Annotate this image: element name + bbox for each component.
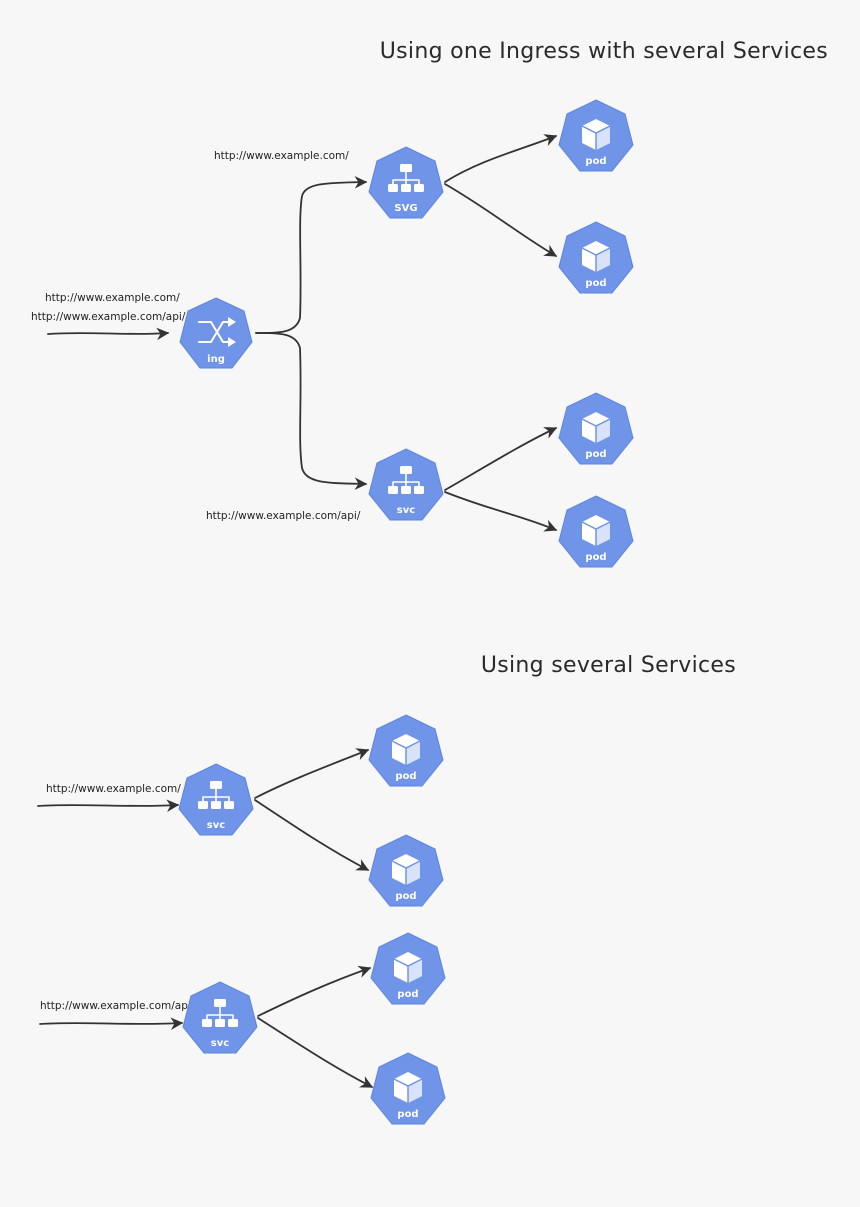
cube-icon xyxy=(581,119,611,150)
service-node-bottom: svc xyxy=(368,448,444,521)
pod-node: pod xyxy=(370,1052,446,1125)
cube-icon xyxy=(393,1072,423,1103)
service2-top-input-arrow xyxy=(37,799,180,812)
pod-node: pod xyxy=(558,221,634,294)
ingress-node: ing xyxy=(179,297,253,369)
pod-node: pod xyxy=(558,495,634,568)
pod-node: pod xyxy=(368,834,444,907)
service-bottom-label: svc xyxy=(397,505,415,516)
pod-label: pod xyxy=(585,552,606,563)
service-top-label: SVG xyxy=(394,203,417,214)
service2-node-bottom: svc xyxy=(182,981,258,1054)
service2-bottom-url: http://www.example.com/api/ xyxy=(40,1000,195,1012)
pod-node: pod xyxy=(558,392,634,465)
pod-node: pod xyxy=(370,932,446,1005)
shuffle-icon xyxy=(198,317,236,347)
pod-label: pod xyxy=(585,449,606,460)
cube-icon xyxy=(581,515,611,546)
service-bottom-url: http://www.example.com/api/ xyxy=(206,510,361,522)
edge-ingress-to-service-top xyxy=(255,176,368,334)
edge-service2-top-to-pod-2 xyxy=(254,799,370,871)
pod-label: pod xyxy=(395,771,416,782)
pod-label: pod xyxy=(585,156,606,167)
section2-title: Using several Services xyxy=(481,653,736,678)
service-node-top: SVG xyxy=(368,146,444,219)
edge-service-bottom-to-pod-1 xyxy=(444,427,558,491)
service2-bottom-label: svc xyxy=(211,1038,229,1049)
ingress-input-arrow xyxy=(47,327,170,341)
pod-label: pod xyxy=(397,1109,418,1120)
cube-icon xyxy=(581,412,611,443)
cube-icon xyxy=(391,734,421,765)
ingress-input-url-2: http://www.example.com/api/ xyxy=(31,311,186,323)
ingress-label: ing xyxy=(207,354,225,365)
pod-label: pod xyxy=(585,278,606,289)
service-icon xyxy=(202,999,238,1027)
pod-label: pod xyxy=(395,891,416,902)
service2-bottom-input-arrow xyxy=(39,1017,184,1030)
ingress-input-url-1: http://www.example.com/ xyxy=(45,292,180,304)
service2-top-label: svc xyxy=(207,820,225,831)
pod-node: pod xyxy=(368,714,444,787)
section1-title: Using one Ingress with several Services xyxy=(380,39,828,64)
cube-icon xyxy=(393,952,423,983)
edge-service-top-to-pod-1 xyxy=(444,134,558,183)
service2-top-url: http://www.example.com/ xyxy=(46,783,181,795)
service-icon xyxy=(198,781,234,809)
service-icon xyxy=(388,164,424,192)
edge-service2-top-to-pod-1 xyxy=(254,748,370,799)
service2-node-top: svc xyxy=(178,763,254,836)
edge-service2-bottom-to-pod-1 xyxy=(257,965,372,1017)
cube-icon xyxy=(581,241,611,272)
pod-label: pod xyxy=(397,989,418,1000)
service-top-url: http://www.example.com/ xyxy=(214,150,349,162)
cube-icon xyxy=(391,854,421,885)
edge-service-top-to-pod-2 xyxy=(444,183,558,257)
edge-service-bottom-to-pod-2 xyxy=(444,491,558,532)
edge-ingress-to-service-bottom xyxy=(255,332,368,490)
edge-service2-bottom-to-pod-2 xyxy=(257,1017,374,1088)
pod-node: pod xyxy=(558,99,634,172)
service-icon xyxy=(388,466,424,494)
